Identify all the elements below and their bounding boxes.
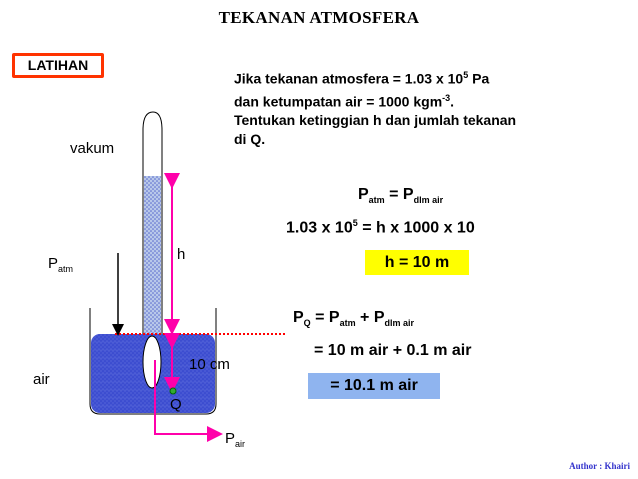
question-line-4: di Q. xyxy=(234,131,266,148)
ten-cm-label: 10 cm xyxy=(189,356,230,373)
h-label: h xyxy=(177,246,186,263)
result-pq: = 10.1 m air xyxy=(308,373,440,399)
question-line-3: Tentukan ketinggian h dan jumlah tekanan xyxy=(234,112,517,129)
equation-3: PQ = Patm + Pdlm air xyxy=(293,309,415,329)
equation-4: = 10 m air + 0.1 m air xyxy=(314,342,472,359)
point-q xyxy=(169,387,177,395)
pair-label: Pair xyxy=(225,430,246,449)
question-line-1: Jika tekanan atmosfera = 1.03 x 105 Pa xyxy=(234,70,490,87)
slide-title: TEKANAN ATMOSFERA xyxy=(218,8,420,27)
tube-opening xyxy=(142,335,162,389)
q-label: Q xyxy=(170,396,182,413)
patm-label: Patm xyxy=(48,255,74,274)
latihan-badge: LATIHAN xyxy=(12,53,104,78)
tube-water-column xyxy=(144,176,161,334)
vakum-label: vakum xyxy=(70,140,115,157)
equation-1: Patm = Pdlm air xyxy=(358,186,444,206)
equation-2: 1.03 x 105 = h x 1000 x 10 xyxy=(286,218,475,237)
question-line-2: dan ketumpatan air = 1000 kgm-3. xyxy=(234,92,455,110)
beaker-outline xyxy=(89,308,217,415)
pair-arrow xyxy=(154,360,223,442)
question-text: Jika tekanan atmosfera = 1.03 x 105 Pa d… xyxy=(234,66,614,149)
air-label: air xyxy=(33,371,50,388)
author-credit: Author : Khairi xyxy=(569,461,630,471)
latihan-label: LATIHAN xyxy=(15,56,101,75)
result-h: h = 10 m xyxy=(365,250,469,275)
